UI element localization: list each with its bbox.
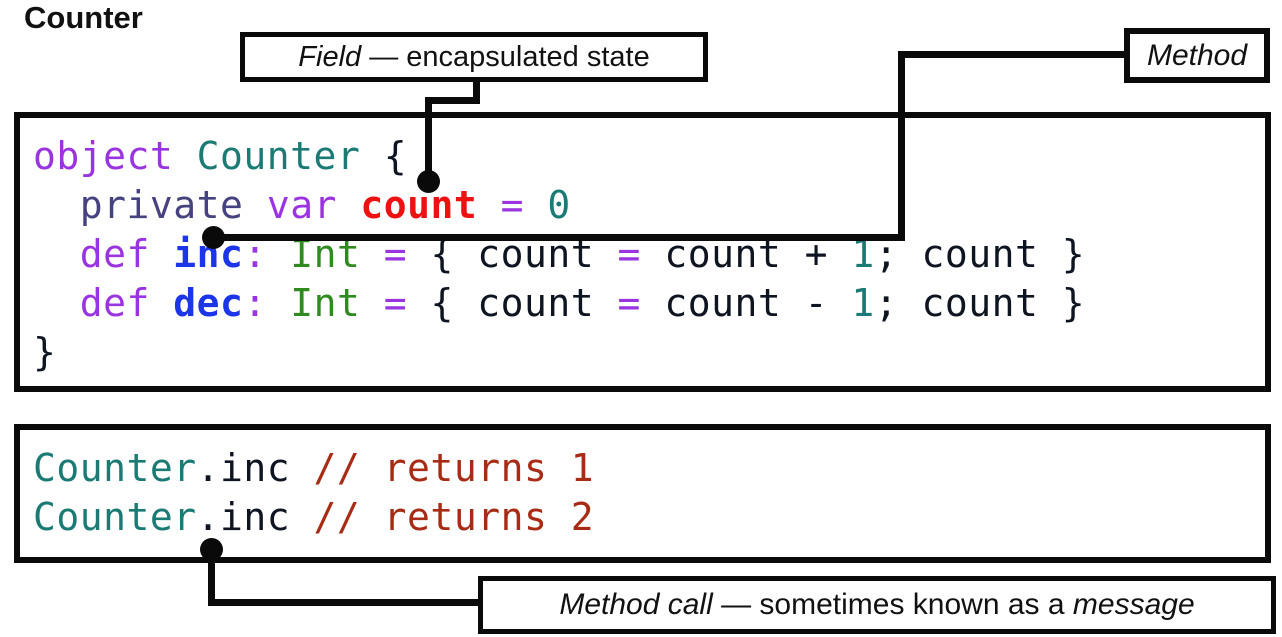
- method-call-connector-segment-vertical: [208, 549, 215, 606]
- method-call-annotation-rest: — sometimes known as a: [712, 588, 1073, 621]
- method-call-annotation-text: Method call — sometimes known as a messa…: [559, 588, 1194, 622]
- method-connector-segment-vertical: [898, 51, 905, 241]
- code-line: def dec: Int = { count = count - 1; coun…: [79, 281, 1086, 325]
- code-line: }: [33, 330, 57, 374]
- page-title: Counter: [24, 0, 143, 35]
- code-line: Counter.inc // returns 1: [33, 446, 595, 490]
- field-annotation-term: Field: [298, 40, 362, 73]
- field-annotation-text: Field — encapsulated state: [298, 41, 649, 74]
- method-connector-dot: [202, 226, 225, 249]
- field-connector-segment-horizontal: [425, 97, 480, 104]
- method-connector-segment-horizontal-2: [213, 234, 905, 241]
- field-annotation-label: Field — encapsulated state: [240, 32, 708, 82]
- method-call-connector-dot: [200, 538, 223, 561]
- field-annotation-rest: — encapsulated state: [361, 40, 650, 73]
- method-call-connector-segment-horizontal: [208, 599, 482, 606]
- method-connector-segment-horizontal-1: [901, 51, 1125, 58]
- field-connector-segment-vertical-2: [425, 97, 432, 181]
- method-annotation-label: Method: [1124, 28, 1270, 83]
- method-call-annotation-term: Method call: [559, 588, 713, 621]
- method-call-annotation-term-2: message: [1072, 588, 1195, 621]
- field-connector-dot: [417, 170, 440, 193]
- code-line: private var count = 0: [79, 183, 571, 227]
- method-call-annotation-label: Method call — sometimes known as a messa…: [478, 576, 1276, 634]
- code-method-calls: Counter.inc // returns 1 Counter.inc // r…: [20, 430, 1265, 542]
- code-line: object Counter {: [33, 134, 408, 178]
- code-box-object-definition: object Counter { private var count = 0 d…: [14, 112, 1271, 392]
- method-annotation-term: Method: [1146, 38, 1248, 72]
- code-box-method-calls: Counter.inc // returns 1 Counter.inc // r…: [14, 424, 1271, 563]
- field-connector-segment-vertical-1: [473, 80, 480, 104]
- code-line: Counter.inc // returns 2: [33, 495, 595, 539]
- code-object-definition: object Counter { private var count = 0 d…: [20, 118, 1265, 377]
